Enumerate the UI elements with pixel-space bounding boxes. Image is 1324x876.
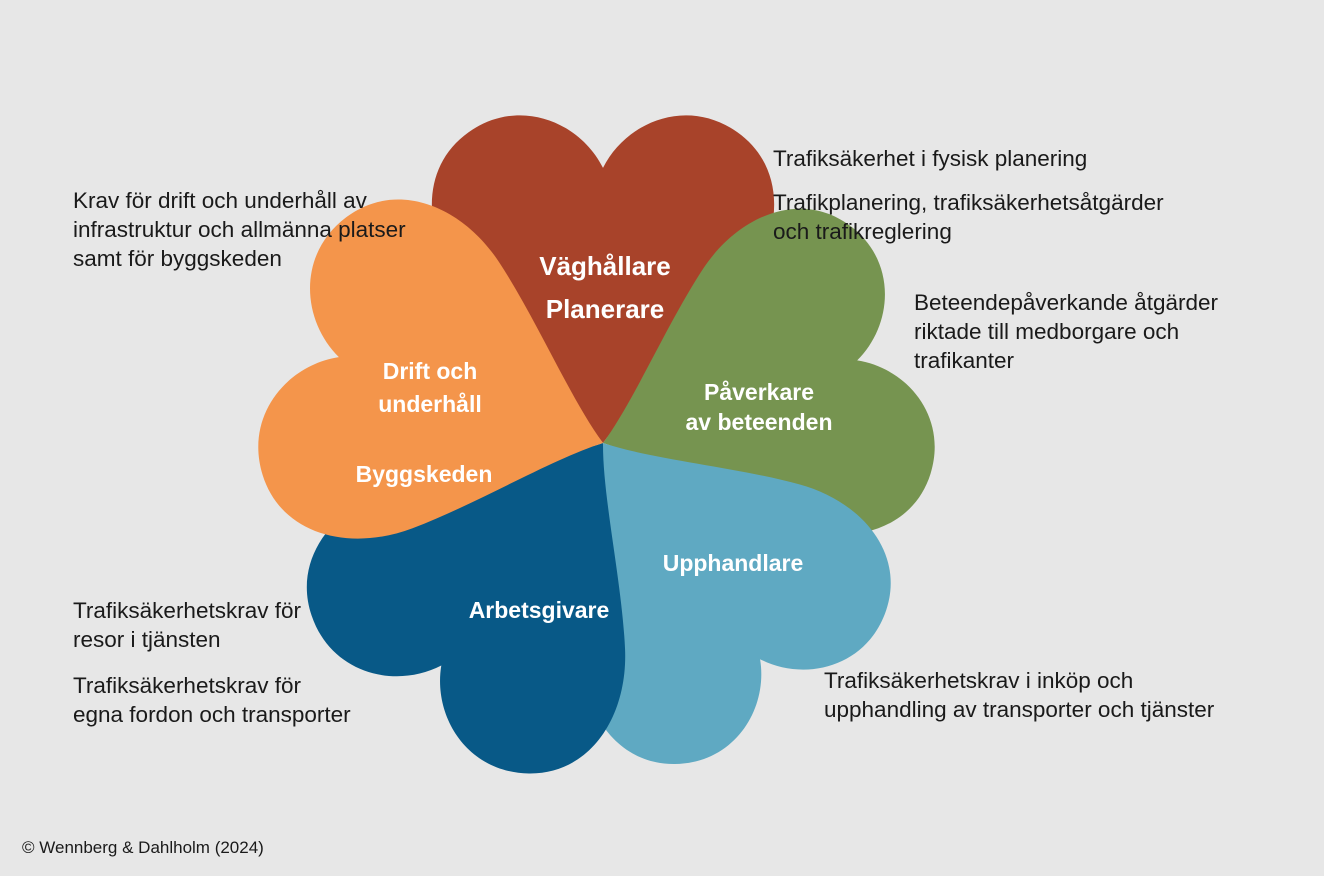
callout-bottom-left-work-travel: Trafiksäkerhetskrav för resor i tjänsten [73, 598, 301, 652]
petal-vaghallare-label-line2: Planerare [546, 294, 665, 324]
callout-bottom-left-own-vehicles: Trafiksäkerhetskrav för egna fordon och … [73, 673, 351, 727]
petal-arbetsgivare-label-line1: Arbetsgivare [469, 597, 610, 623]
petal-arbetsgivare[interactable]: Arbetsgivare [271, 342, 742, 809]
petal-drift-label-line1: Drift och [383, 358, 478, 384]
copyright-notice: © Wennberg & Dahlholm (2024) [22, 838, 264, 857]
callout-top-left: Krav för drift och underhåll av infrastr… [73, 188, 406, 271]
callout-bottom-right-procurement: Trafiksäkerhetskrav i inköp och upphandl… [824, 668, 1215, 722]
callout-top-right-traffic-planning-measures: Trafikplanering, trafiksäkerhetsåtgärder… [773, 190, 1164, 244]
petal-paverkare-label-line2: av beteenden [686, 409, 833, 435]
petal-paverkare-label-line1: Påverkare [704, 379, 814, 405]
petal-drift-label-line2: underhåll [378, 391, 482, 417]
petal-upphandlare-label-line1: Upphandlare [663, 550, 804, 576]
petal-vaghallare[interactable]: Väghållare Planerare [431, 115, 775, 443]
petal-paverkare[interactable]: Påverkare av beteenden [551, 186, 958, 602]
callout-right-behaviour-measures: Beteendepåverkande åtgärder riktade till… [914, 290, 1218, 373]
petal-byggskeden-label: Byggskeden [356, 461, 493, 487]
petal-drift-och-underhall[interactable]: Drift och underhåll Byggskeden [234, 176, 657, 608]
petal-vaghallare-label-line1: Väghållare [539, 251, 671, 281]
petal-upphandlare[interactable]: Upphandlare [468, 345, 925, 799]
callout-top-right-traffic-safety-planning: Trafiksäkerhet i fysisk planering [773, 146, 1088, 171]
